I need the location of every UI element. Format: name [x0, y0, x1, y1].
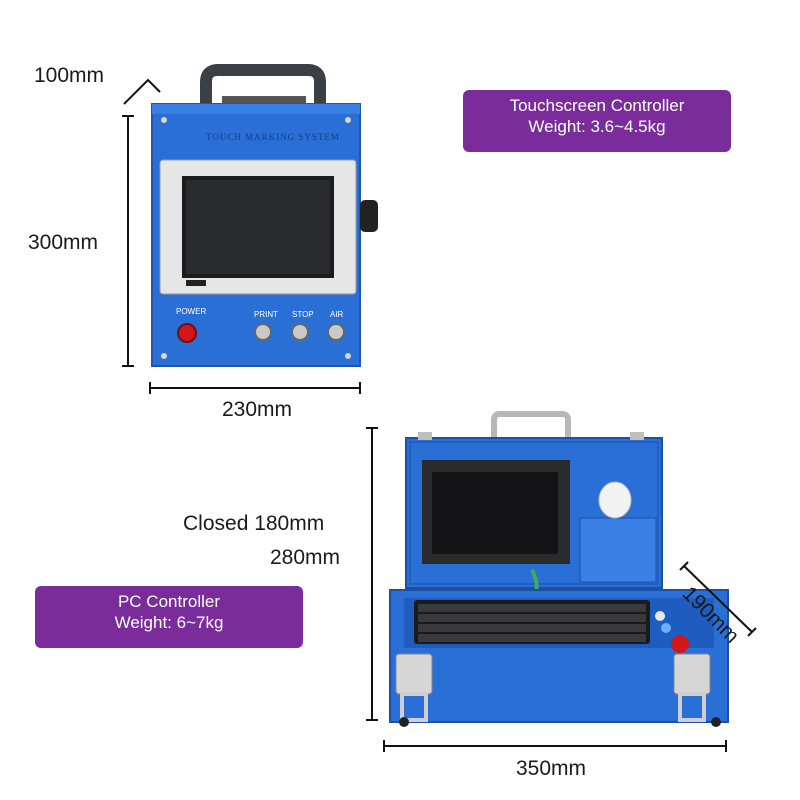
air-label: AIR [330, 310, 344, 319]
badge-title: PC Controller [117, 592, 221, 611]
power-label: POWER [176, 307, 207, 316]
touchscreen-controller-badge: Touchscreen Controller Weight: 3.6~4.5kg [463, 90, 731, 152]
pc-height-closed-label: Closed 180mm [183, 512, 325, 535]
touch-dimension-lines [122, 78, 361, 394]
stop-label: STOP [292, 310, 314, 319]
pc-dimension-lines [366, 427, 757, 752]
pc-height-open-label: 280mm [270, 546, 341, 569]
touch-depth-label: 100mm [34, 64, 105, 87]
touch-height-label: 300mm [28, 231, 99, 254]
pc-width-label: 350mm [516, 757, 587, 780]
badge-weight: Weight: 6~7kg [114, 613, 224, 632]
touchscreen-controller [151, 64, 378, 367]
pc-controller [389, 411, 729, 727]
badge-weight: Weight: 3.6~4.5kg [528, 117, 666, 136]
badge-title: Touchscreen Controller [509, 96, 685, 115]
touch-width-label: 230mm [222, 398, 293, 421]
pc-controller-badge: PC Controller Weight: 6~7kg [35, 586, 303, 648]
print-label: PRINT [254, 310, 278, 319]
panel-title: TOUCH MARKING SYSTEM [206, 132, 340, 142]
